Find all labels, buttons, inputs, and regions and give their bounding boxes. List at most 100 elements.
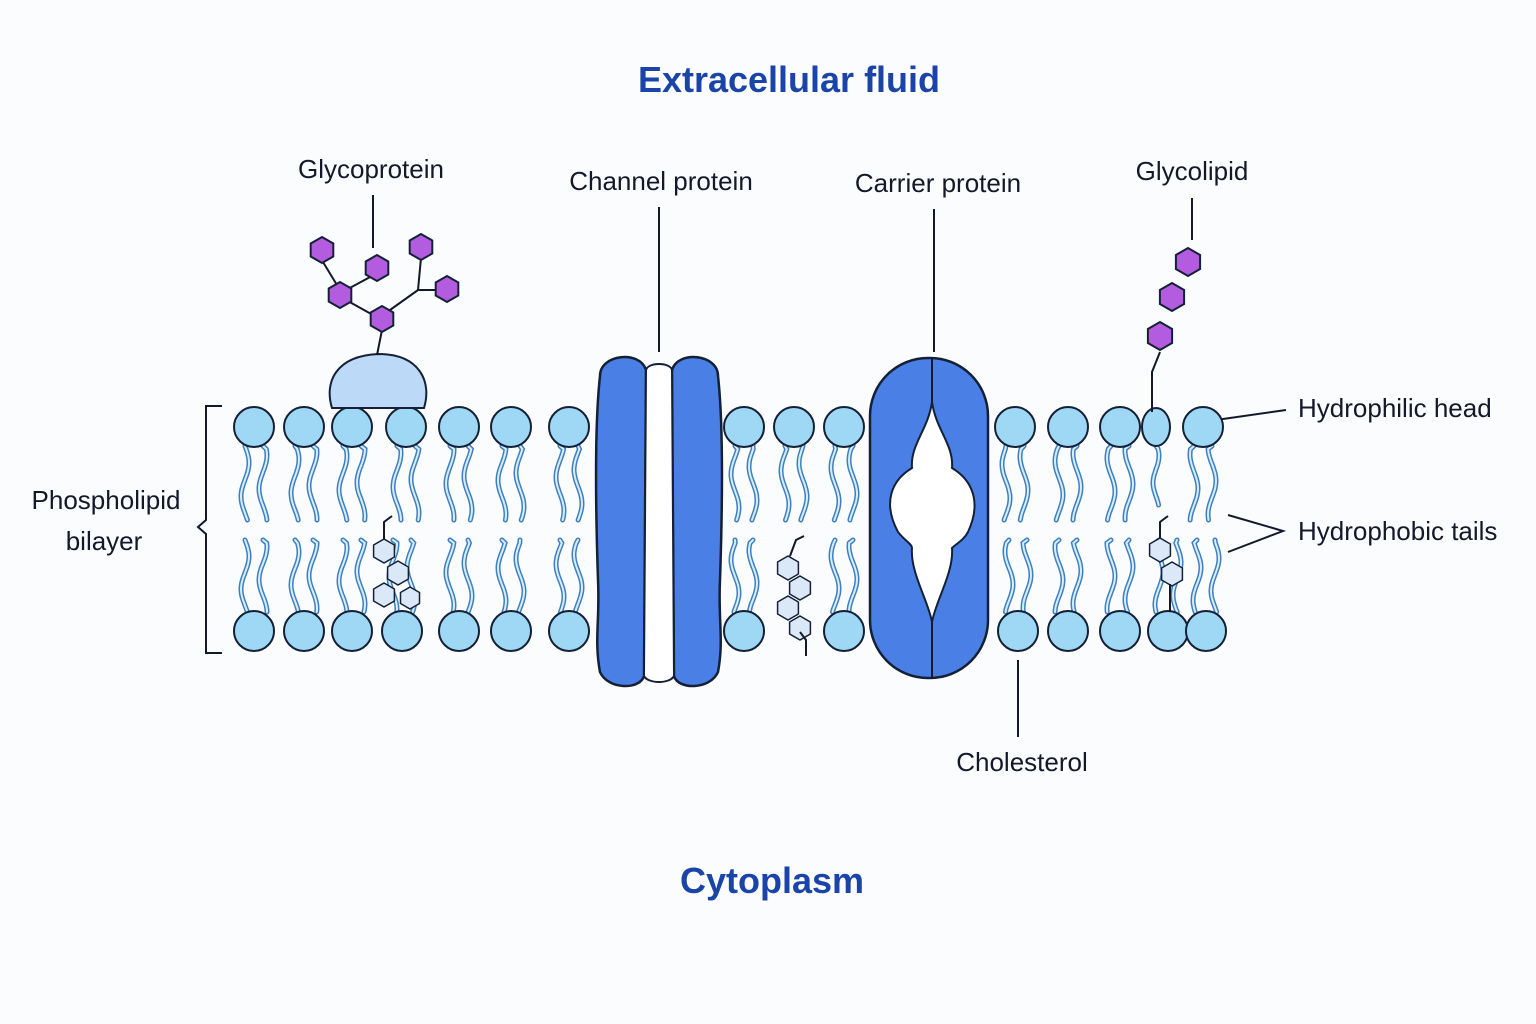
phospholipid-top	[385, 406, 427, 523]
hydrophilic-head-label: Hydrophilic head	[1298, 393, 1492, 423]
sugar-hexagon	[1158, 281, 1186, 313]
steroid-ring	[372, 538, 396, 564]
hydrophilic-head	[548, 610, 590, 652]
hydrophilic-head	[331, 406, 373, 448]
sugar-hexagon	[408, 232, 434, 262]
phospholipid-top	[723, 406, 765, 523]
hydrophilic-head	[1182, 406, 1224, 448]
phospholipid-bottom	[331, 537, 373, 652]
phospholipid-bottom	[997, 537, 1039, 652]
glycolipid-lipid	[1141, 407, 1171, 508]
hydrophilic-head	[381, 610, 423, 652]
hydrophilic-head	[385, 406, 427, 448]
phospholipid-top	[773, 406, 815, 523]
steroid-ring	[776, 595, 800, 621]
sugar-hexagon	[1146, 320, 1174, 352]
phospholipid-bilayer-label-line1: Phospholipid	[32, 485, 181, 515]
channel-protein-label: Channel protein	[569, 166, 753, 196]
sugar-hexagon	[434, 274, 460, 304]
phospholipid-top	[1099, 406, 1141, 523]
sugar-hexagon	[309, 235, 335, 265]
cholesterol	[776, 535, 812, 656]
steroid-ring	[776, 555, 800, 581]
phospholipid-bilayer-label-line2: bilayer	[66, 526, 143, 556]
phospholipid-bilayer	[233, 406, 1227, 652]
glycolipid	[1146, 246, 1202, 412]
phospholipid-top	[823, 406, 865, 523]
phospholipid-bottom	[490, 537, 532, 652]
steroid-ring	[372, 582, 396, 608]
glycoprotein-label: Glycoprotein	[298, 154, 444, 184]
hydrophilic-head	[1047, 406, 1089, 448]
hydrophilic-head	[1047, 610, 1089, 652]
hydrophilic-head	[548, 406, 590, 448]
channel-pore	[642, 363, 676, 683]
hydrophilic-head	[233, 406, 275, 448]
phospholipid-top	[1182, 406, 1224, 523]
steroid-ring	[1160, 561, 1184, 587]
glycolipid-sugars	[1146, 246, 1202, 352]
bilayer-bracket	[196, 405, 222, 654]
phospholipid-top	[548, 406, 590, 523]
hydrophilic-head	[283, 610, 325, 652]
hydrophilic-head	[723, 610, 765, 652]
hydrophilic-head	[438, 406, 480, 448]
glycoprotein-sugars	[309, 232, 460, 334]
hydrophilic-head	[723, 406, 765, 448]
cytoplasm-title: Cytoplasm	[680, 860, 864, 901]
phospholipid-top	[233, 406, 275, 523]
glycolipid-label: Glycolipid	[1136, 156, 1249, 186]
glycoprotein-body	[328, 352, 428, 409]
phospholipid-top	[994, 406, 1036, 523]
cholesterol	[372, 515, 410, 608]
phospholipid-bottom	[723, 537, 765, 652]
hydrophilic-head-leader-line	[1215, 409, 1287, 421]
phospholipid-bottom	[233, 537, 275, 652]
phospholipid-bottom	[548, 537, 590, 652]
hydrophilic-head	[490, 406, 532, 448]
sugar-hexagon	[1174, 246, 1202, 278]
carrier-binding-site	[889, 401, 976, 623]
carrier-protein-label: Carrier protein	[855, 168, 1021, 198]
carrier-protein	[868, 356, 990, 680]
hydrophilic-head	[994, 406, 1036, 448]
hydrophilic-head	[331, 610, 373, 652]
phospholipid-bottom	[438, 537, 480, 652]
phospholipid-top	[331, 406, 373, 523]
hydrophilic-head	[283, 406, 325, 448]
phospholipid-bottom	[823, 537, 865, 652]
sugar-hexagon	[369, 304, 395, 334]
hydrophilic-head	[773, 406, 815, 448]
glycolipid-head	[1141, 407, 1171, 447]
steroid-ring	[399, 586, 421, 610]
hydrophilic-head	[233, 610, 275, 652]
steroid-ring	[386, 560, 410, 586]
hydrophilic-head	[823, 406, 865, 448]
steroid-ring	[788, 575, 812, 601]
sugar-hexagon	[327, 280, 353, 310]
hydrophilic-head	[823, 610, 865, 652]
steroid-ring	[1148, 537, 1172, 563]
channel-protein	[594, 355, 724, 688]
phospholipid-bottom	[283, 537, 325, 652]
hydrophilic-head	[438, 610, 480, 652]
phospholipid-top	[490, 406, 532, 523]
phospholipid-bottom	[1047, 537, 1089, 652]
hydrophilic-head	[1185, 610, 1227, 652]
hydrophilic-head	[490, 610, 532, 652]
phospholipid-bottom	[1185, 537, 1227, 652]
phospholipid-bottom	[1099, 537, 1141, 652]
cholesterol	[1148, 515, 1184, 612]
phospholipid-top	[438, 406, 480, 523]
steroid-ring	[788, 615, 812, 641]
hydrophilic-head	[1147, 610, 1189, 652]
hydrophilic-head	[1099, 610, 1141, 652]
hydrophilic-head	[997, 610, 1039, 652]
channel-protein-right-subunit	[670, 355, 724, 688]
phospholipid-top	[283, 406, 325, 523]
hydrophobic-tails-leader-line	[1227, 514, 1287, 553]
cholesterol-molecules	[372, 515, 1184, 656]
glycoprotein	[309, 232, 460, 409]
hydrophilic-head	[1099, 406, 1141, 448]
